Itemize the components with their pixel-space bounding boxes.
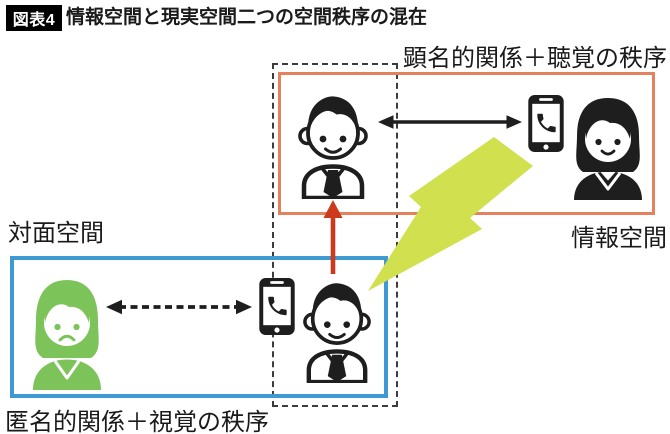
- caption-overt-auditory-order: 顕名的関係＋聴覚の秩序: [403, 45, 667, 72]
- caption-face-to-face-space: 対面空間: [8, 220, 104, 247]
- smartphone-call-icon: [527, 94, 565, 153]
- sad-woman-icon: [30, 278, 104, 390]
- face-to-face-space-box: [10, 256, 388, 398]
- businessman-icon: [302, 276, 372, 383]
- caption-anonymous-visual-order: 匿名的関係＋視覚の秩序: [5, 409, 269, 434]
- double-arrow-solid-icon: [378, 115, 522, 129]
- figure-title: 情報空間と現実空間二つの空間秩序の混在: [66, 7, 428, 28]
- woman-icon: [571, 96, 645, 200]
- businessman-icon: [297, 89, 369, 199]
- figure-number-badge: 図表4: [6, 5, 62, 31]
- double-arrow-dashed-icon: [106, 299, 252, 315]
- caption-information-space: 情報空間: [571, 225, 667, 252]
- up-arrow-icon: [323, 200, 343, 274]
- smartphone-call-icon: [258, 277, 296, 336]
